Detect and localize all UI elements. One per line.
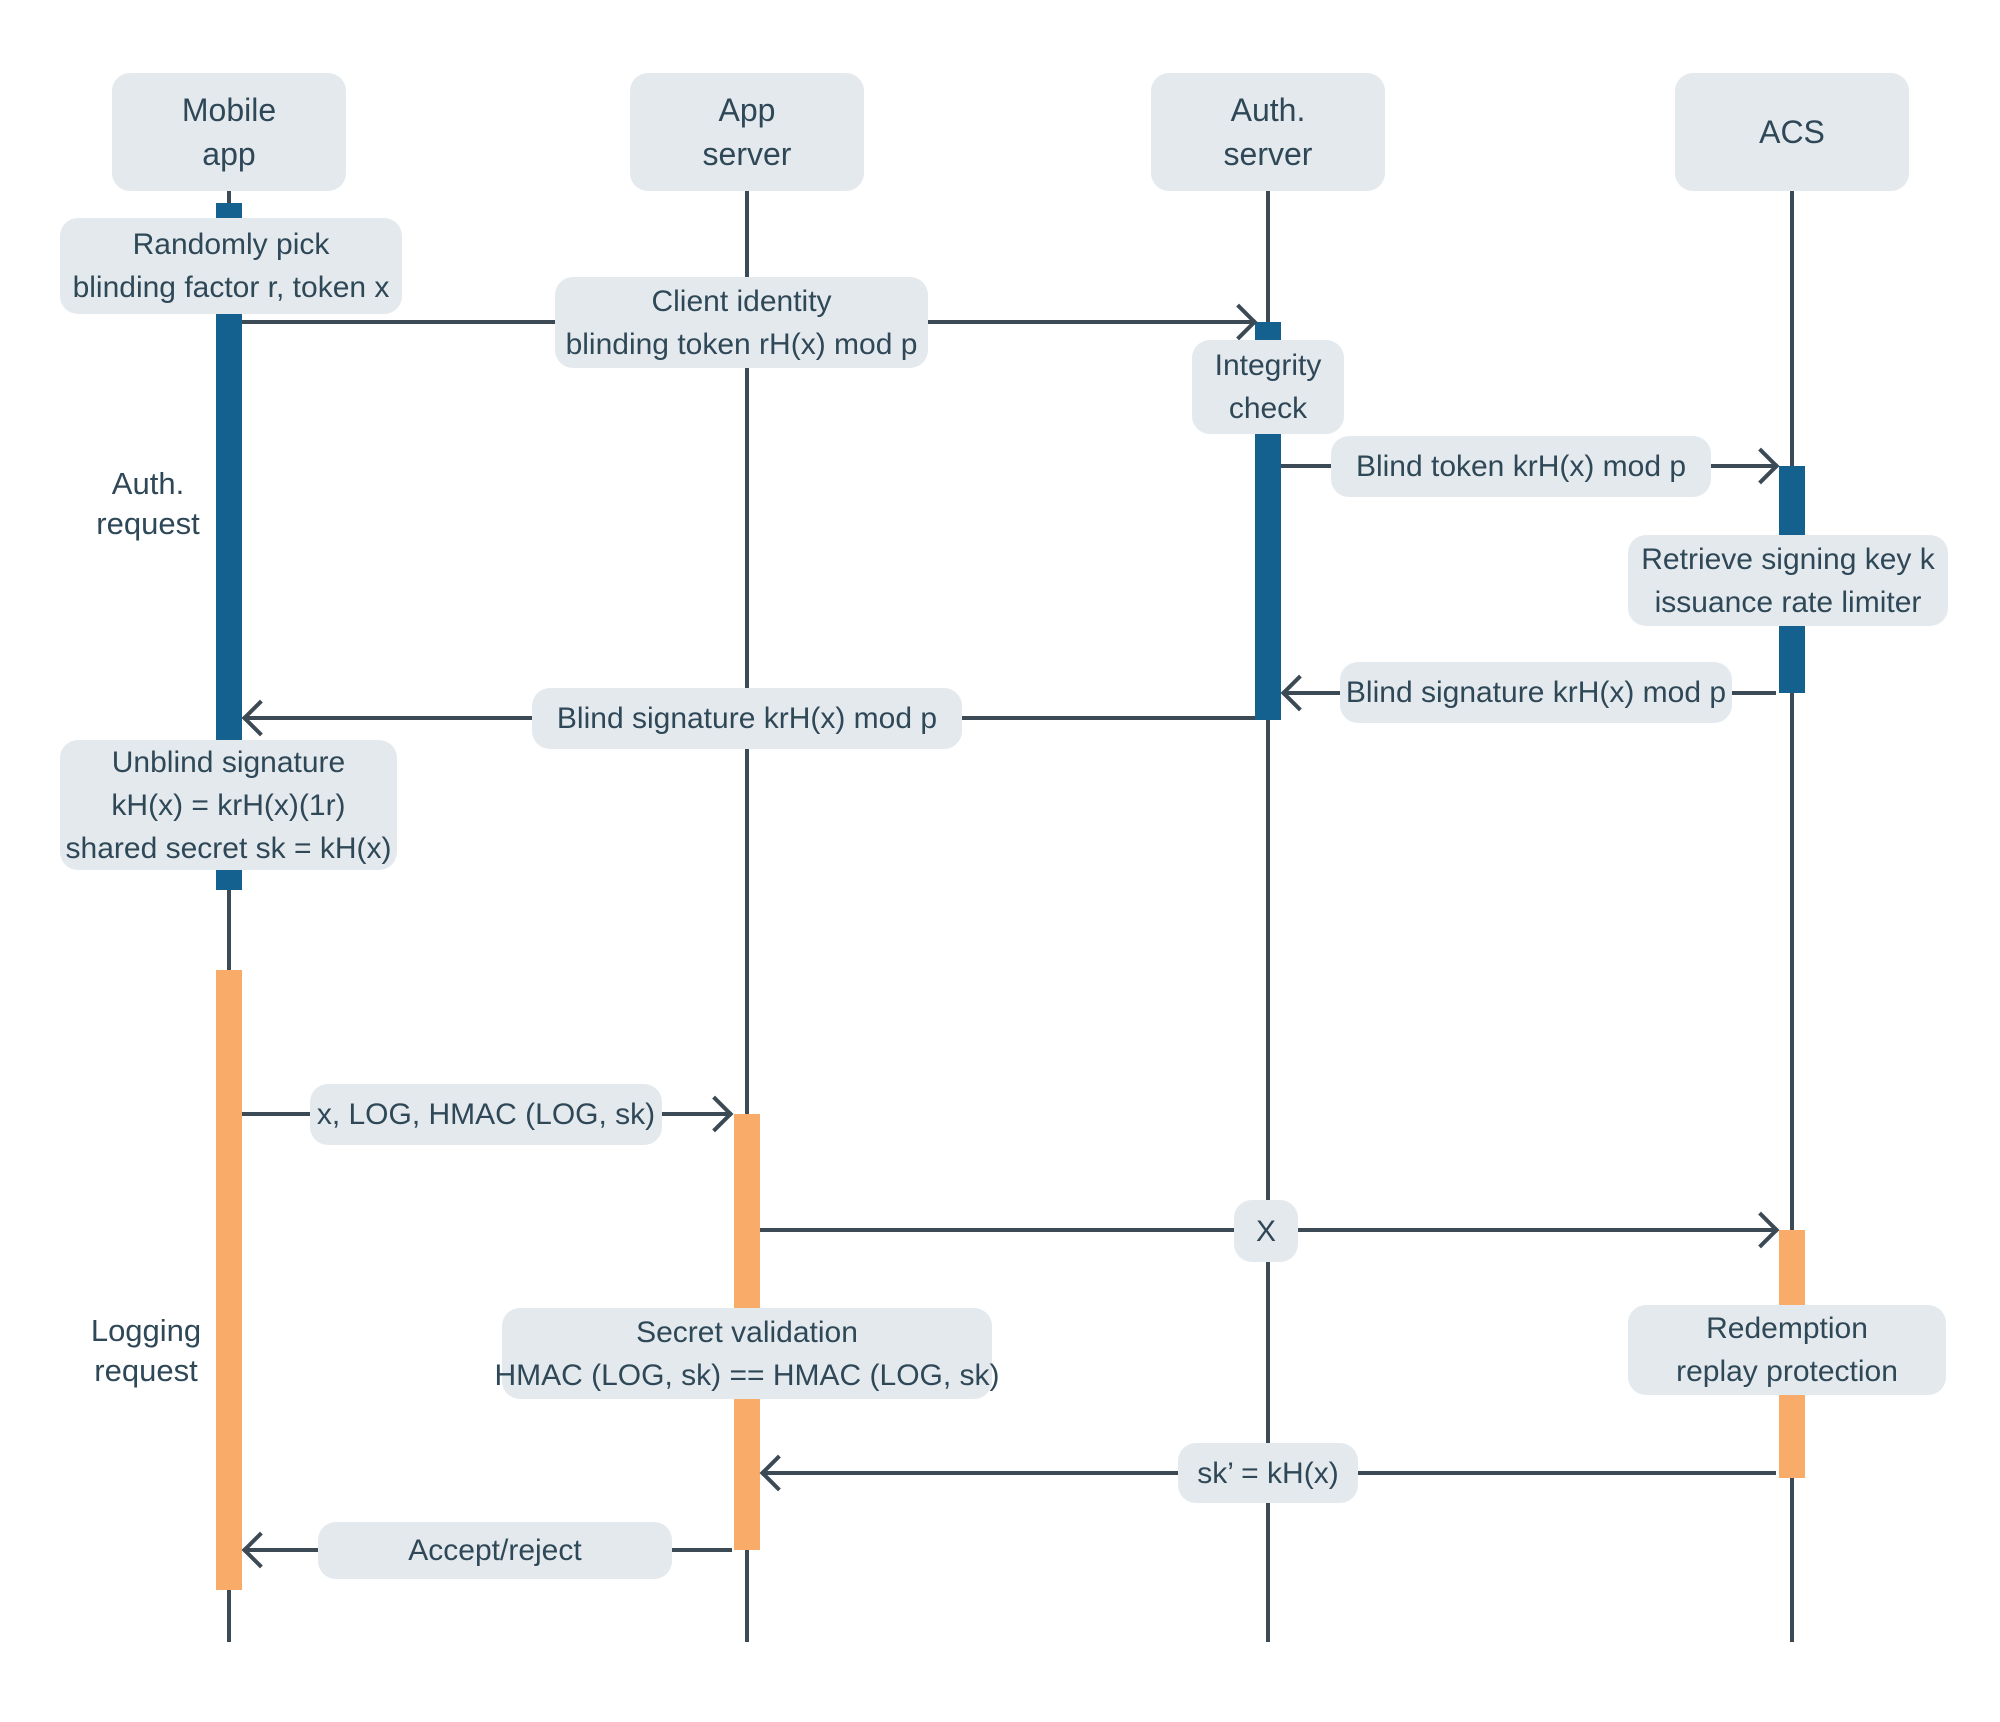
participant-auth-server: Auth. server xyxy=(1151,73,1385,191)
note-x-log-hmac-label: x, LOG, HMAC (LOG, sk) xyxy=(310,1084,662,1145)
participant-label-line: Auth. xyxy=(1230,92,1306,128)
phase-label-auth-request: Auth. request xyxy=(0,464,308,544)
note-blind-token-label: Blind token krH(x) mod p xyxy=(1331,436,1711,497)
note-line: sk’ = kH(x) xyxy=(1197,1456,1339,1490)
note-line: shared secret sk = kH(x) xyxy=(65,831,392,865)
note-line: Accept/reject xyxy=(408,1534,582,1567)
participant-acs: ACS xyxy=(1675,73,1909,191)
participant-label-line: ACS xyxy=(1759,114,1825,150)
participant-mobile-app: Mobile app xyxy=(112,73,346,191)
note-line: Blind signature krH(x) mod p xyxy=(556,702,938,735)
note-line: Retrieve signing key k xyxy=(1641,542,1935,576)
lifeline-mobile-app xyxy=(227,191,231,1642)
note-line: kH(x) = krH(x)(1r) xyxy=(111,788,346,822)
note-line: Integrity xyxy=(1214,349,1322,382)
lifeline-app-server xyxy=(745,191,749,1642)
note-line: issuance rate limiter xyxy=(1654,585,1922,619)
note-line: Client identity xyxy=(651,284,832,318)
participant-label-line: Mobile xyxy=(181,92,277,128)
note-line: blinding factor r, token x xyxy=(72,271,390,304)
note-line: Blind token krH(x) mod p xyxy=(1355,450,1687,483)
note-line: X xyxy=(1255,1214,1276,1248)
note-blind-signature-left-label: Blind signature krH(x) mod p xyxy=(532,688,962,749)
participant-label-line: app xyxy=(202,136,256,172)
note-line: blinding token rH(x) mod p xyxy=(565,327,918,361)
participant-app-server: App server xyxy=(630,73,864,191)
note-line: check xyxy=(1228,392,1308,425)
phase-label-line: Auth. xyxy=(111,466,185,501)
note-redemption: Redemption replay protection xyxy=(1628,1305,1946,1395)
phase-label-line: Logging xyxy=(90,1313,202,1348)
note-integrity-check: Integrity check xyxy=(1192,340,1344,434)
lifeline-auth-server xyxy=(1266,191,1270,1642)
note-x-token-label: X xyxy=(1234,1200,1298,1262)
activation-mobile-log-phase xyxy=(216,970,242,1590)
note-accept-reject-label: Accept/reject xyxy=(318,1522,672,1579)
note-retrieve-signing-key: Retrieve signing key k issuance rate limi… xyxy=(1628,535,1948,626)
note-line: x, LOG, HMAC (LOG, sk) xyxy=(316,1098,656,1131)
note-line: replay protection xyxy=(1676,1355,1898,1388)
note-unblind-signature: Unblind signature kH(x) = krH(x)(1r) share… xyxy=(60,740,397,870)
note-randomly-pick: Randomly pick blinding factor r, token x xyxy=(60,218,402,314)
note-line: Secret validation xyxy=(636,1315,858,1349)
phase-label-logging-request: Logging request xyxy=(0,1311,306,1391)
participant-label-line: server xyxy=(702,136,792,172)
note-line: Unblind signature xyxy=(111,745,346,779)
note-blind-signature-right-label: Blind signature krH(x) mod p xyxy=(1340,662,1732,723)
note-client-identity-label: Client identity blinding token rH(x) mod … xyxy=(555,277,928,368)
phase-label-line: request xyxy=(94,1353,198,1388)
note-line: Blind signature krH(x) mod p xyxy=(1345,676,1727,709)
note-line: Randomly pick xyxy=(132,228,330,261)
note-sk-prime-label: sk’ = kH(x) xyxy=(1178,1443,1358,1503)
participant-label-line: App xyxy=(718,92,776,128)
lifeline-acs xyxy=(1790,191,1794,1642)
note-line: Redemption xyxy=(1706,1312,1868,1345)
participant-label-line: server xyxy=(1223,136,1313,172)
phase-label-line: request xyxy=(96,506,200,541)
note-line: HMAC (LOG, sk) == HMAC (LOG, sk) xyxy=(494,1358,1000,1392)
